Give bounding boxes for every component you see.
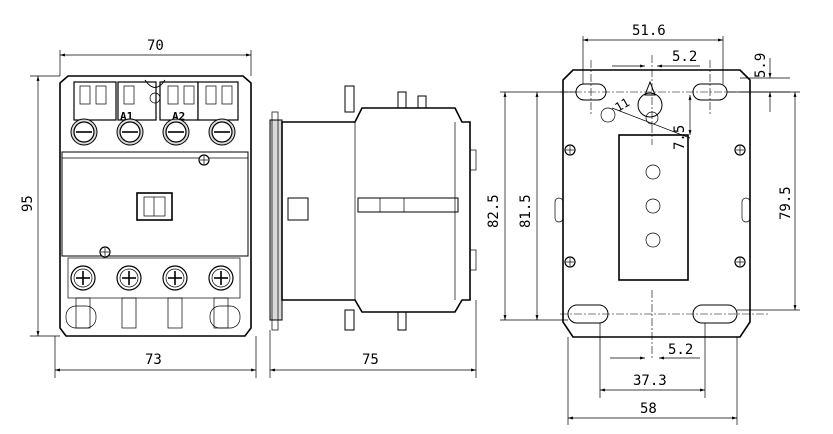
dim-front-width-bottom: 73 [145, 352, 162, 368]
mounting-view [554, 55, 770, 360]
dim-mount-hole-offset: 7.5 [672, 125, 688, 150]
dim-mount-hole-span-top: 51.6 [632, 23, 666, 39]
dim-mount-top-offset: 5.9 [753, 53, 769, 78]
dim-side-depth: 75 [362, 352, 379, 368]
dim-mount-height-inner: 81.5 [518, 194, 534, 228]
front-view-dimensions: 70 95 73 [20, 38, 257, 378]
top-terminals [73, 79, 239, 121]
dim-mount-hole-span-bottom: 37.3 [633, 373, 667, 389]
dim-front-height: 95 [20, 195, 36, 212]
side-view [269, 85, 477, 331]
dim-mount-hole-diameter: 11 [613, 95, 633, 114]
side-view-dimensions: 75 [269, 300, 477, 378]
mounting-view-dimensions: 51.6 5.2 5.9 11 7.5 82.5 81.5 79.5 [486, 23, 800, 425]
dim-front-width-top: 70 [147, 38, 164, 54]
bottom-terminals [65, 257, 241, 329]
dim-mount-width-bottom: 58 [640, 401, 657, 417]
front-view: A1 A2 [59, 75, 252, 337]
dim-mount-height-outer: 82.5 [486, 194, 502, 228]
dim-mount-slot-width-bottom: 5.2 [668, 342, 693, 358]
dim-mount-height-right: 79.5 [778, 186, 794, 220]
dim-mount-slot-width-top: 5.2 [672, 49, 697, 65]
